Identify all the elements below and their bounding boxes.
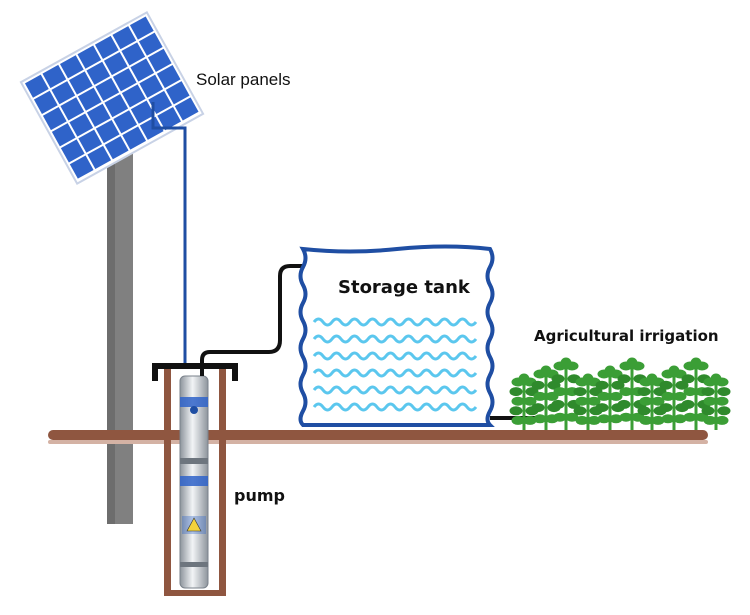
solar-cell [87,145,112,169]
solar-cell [60,97,85,121]
crop-plant [573,373,603,430]
solar-cell [42,64,67,89]
solar-cell [51,81,76,105]
solar-cell [165,81,190,105]
storage-tank [298,244,495,427]
label-storage-tank: Storage tank [338,277,470,298]
solar-cell [86,103,111,127]
solar-cell [24,74,49,98]
solar-cell [139,74,164,98]
solar-cell [59,55,84,79]
solar-cell [113,110,138,134]
water-wave [312,334,478,344]
solar-cell [51,123,76,147]
well-cover [152,363,238,381]
solar-cell [104,136,129,160]
solar-cell [130,58,155,82]
solar-cell [95,119,120,144]
panel-pole [107,150,133,524]
crop-plant [617,357,647,430]
solar-panel-array [19,11,205,185]
power-cable [151,102,192,379]
solar-cell [174,97,199,121]
solar-cell [122,126,147,150]
solar-cell [130,100,155,124]
solar-cell [157,107,182,131]
solar-cell [77,45,102,69]
water-wave [312,368,478,378]
crop-plant [659,365,689,430]
solar-cell [112,68,137,92]
label-agricultural-irrigation: Agricultural irrigation [534,327,719,345]
solar-cell [129,16,154,40]
solar-cell [121,84,146,108]
water-wave [312,351,478,361]
water-pipe [200,264,334,376]
crop-plant [701,373,731,430]
ground-line [48,430,708,444]
crop-plant [637,373,667,430]
tank-outline [298,244,495,427]
solar-cell [68,71,93,95]
tank-water [312,317,478,412]
solar-cell [103,52,128,76]
solar-cell [78,129,103,153]
solar-cell [86,61,111,85]
water-wave [312,385,478,395]
solar-cell [33,90,58,114]
solar-cell [60,139,85,163]
submersible-pump [179,375,209,589]
solar-cell [112,26,137,50]
solar-cell [94,35,119,59]
water-wave [312,317,478,327]
solar-cell [69,113,94,137]
solar-cell [138,32,163,56]
solar-cell [104,94,129,118]
crop-field [509,357,731,430]
solar-cell [77,87,102,111]
solar-cell [147,48,172,72]
solar-cell [95,77,120,102]
solar-cell-grid [24,16,199,179]
solar-cell [69,155,94,179]
water-wave [312,402,478,412]
solar-cell [42,106,67,131]
solar-cell [121,42,146,66]
solar-cell [156,64,181,89]
label-pump: pump [234,486,285,505]
label-solar-panels: Solar panels [196,70,291,89]
